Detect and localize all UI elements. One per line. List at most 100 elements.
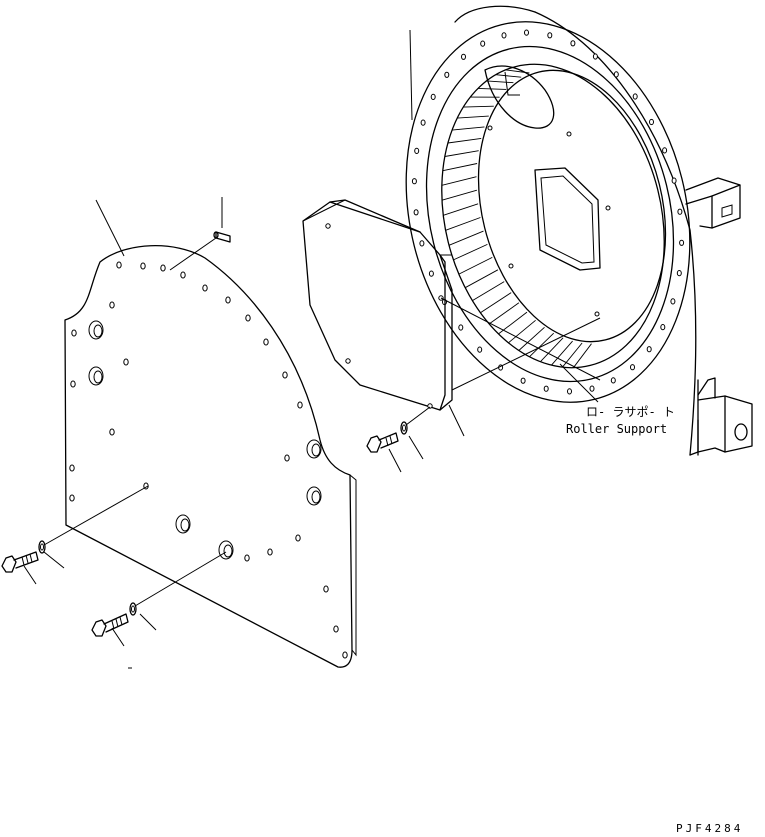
plate-hole [71,329,77,337]
roller-slot [480,292,512,314]
flange-bolt-hole [411,178,417,185]
mounting-plate [64,231,357,668]
flange-bolt-hole [524,29,529,36]
plate-hole [116,261,122,269]
flange-bolt-hole [428,270,434,277]
washer-2 [129,602,137,616]
flange-bolt-hole [630,364,635,371]
roller-slot [472,281,505,301]
flange-bolt-hole [480,40,486,47]
flange-bolt-hole [610,377,616,384]
plate-hole [109,428,115,436]
flange-bolt-hole [413,209,419,216]
plate-hole [140,262,146,270]
plate-hole [323,585,329,593]
flange-bolt-hole [420,119,426,126]
plate-hole [267,548,273,556]
plate-hole [342,651,348,659]
roller-support-frame [405,5,753,456]
roller-slot [442,163,478,172]
flange-bolt-hole [414,147,420,154]
roller-slot [452,126,485,131]
roller-slot [441,176,477,186]
flange-bolt-hole [649,118,654,126]
bolt-1 [1,551,39,573]
roller-slot [508,319,536,344]
flange-bolt-hole [543,385,549,392]
flange-bolt-hole [458,324,464,331]
bolt-2 [91,613,129,637]
roller-slot [444,150,479,157]
roller-slot [562,342,583,368]
plate-hole [123,358,129,366]
flange-bolt-hole [567,388,572,395]
roller-slot [458,256,493,275]
roller-slot [477,87,507,90]
roller-slot [573,343,592,368]
callout-label-jp: ロ- ラサポ- ト [586,405,675,419]
flange-bolt-hole [660,324,666,331]
flange-bolt-hole [671,177,677,184]
flange-bolt-hole [419,240,425,247]
roller-slot [445,217,481,231]
callout-label-en: Roller Support [566,422,667,436]
roller-slot [486,80,514,84]
plate-holes [69,261,348,659]
plate-hole [284,454,290,462]
plate-bosses [88,320,322,560]
flange-bolt-hole [589,385,595,392]
washer-3 [400,421,408,435]
bolt-2-leader [134,551,227,607]
bolt-3-leader [405,406,431,426]
drawing-code: PJF4284 [676,822,743,835]
roller-slot [551,340,573,366]
roller-slot [448,230,484,246]
plate-hole [295,534,301,542]
plate-hole [70,380,76,388]
flange-bolt-hole [646,346,652,353]
roller-slot [540,337,564,363]
plate-hole [69,464,75,472]
callout-leaders [23,29,599,669]
roller-slot [443,203,479,216]
roller-slot [488,302,520,325]
roller-slot [529,332,555,358]
flange-bolt-hole [676,270,682,277]
plate-hole [245,314,251,322]
flange-bolt-hole [547,32,553,39]
bolt-1-leader [43,485,149,546]
flange-bolt-hole [570,40,576,47]
flange-bolt-hole [520,377,526,384]
plate-hole [244,554,250,562]
roller-slots [441,69,592,368]
plate-hole [202,284,208,292]
roller-slot [463,105,494,108]
dowel-pin [169,231,231,271]
flange-bolt-hole [613,71,619,78]
plate-hole [109,301,115,309]
plate-hole [282,371,288,379]
plate-hole [297,401,303,409]
flange-bolt-hole [677,208,683,215]
flange-bolt-hole [444,71,450,78]
flange-bolt-hole [592,53,598,60]
flange-bolt-hole [632,93,638,100]
roller-slot [495,74,522,78]
plate-hole [69,494,75,502]
plate-hole [180,271,186,279]
flange-bolt-hole [501,32,507,39]
flange-bolt-hole [430,93,436,101]
flange-bolt-hole [670,298,676,305]
flange-bolt-hole [461,53,466,60]
flange-bolt-hole [679,239,685,246]
roller-slot [518,326,545,351]
washer-1 [38,540,46,554]
plate-hole [263,338,269,346]
cover-plate [302,199,601,411]
roller-slot [447,137,482,144]
bolt-3 [366,432,399,453]
flange-bolt-holes [411,29,685,395]
roller-slot [441,189,478,201]
roller-slot [457,115,489,119]
